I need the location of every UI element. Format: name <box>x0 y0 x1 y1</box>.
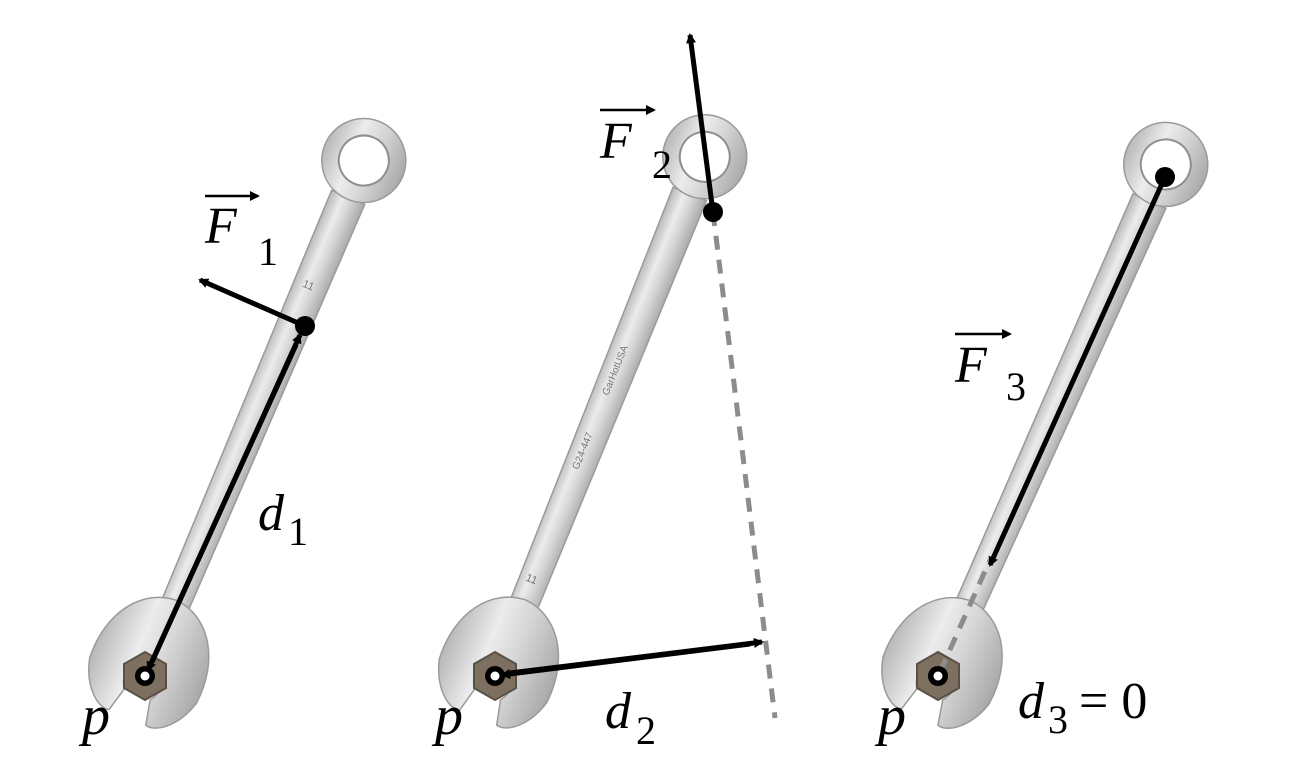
wrench-2-size-mark: 11 <box>524 572 539 587</box>
distance-equals-zero: = 0 <box>1066 673 1147 730</box>
distance-label-d3: d <box>1018 673 1045 730</box>
pivot-label-2: p <box>431 685 463 747</box>
wrench-1-size-mark: 11 <box>301 278 316 294</box>
panel-1: 11 F 1 d 1 p <box>72 98 435 747</box>
force-arrow-F1 <box>198 277 307 329</box>
pivot-label-1: p <box>78 685 110 747</box>
distance-label-d2: d <box>605 683 632 740</box>
pivot-label-3: p <box>874 685 906 747</box>
distance-label-d1: d <box>258 485 285 542</box>
force-arrow-F2 <box>686 33 716 213</box>
line-of-action-3 <box>937 558 993 674</box>
line-of-action-2 <box>710 211 778 719</box>
wrench-2: 11 GarHotUSA G24-447 <box>422 94 776 741</box>
force-subscript-2: 2 <box>652 142 672 187</box>
wrench-1: 11 <box>72 98 435 742</box>
wrench-3 <box>865 101 1238 743</box>
force-label-F3: F <box>954 337 988 394</box>
panel-3: F 3 d 3 = 0 p <box>865 101 1238 747</box>
distance-subscript-1: 1 <box>288 509 308 554</box>
distance-subscript-2: 2 <box>636 708 656 753</box>
force-arrow-F3 <box>987 175 1168 567</box>
force-label-F1: F <box>204 198 238 255</box>
force-subscript-1: 1 <box>258 229 278 274</box>
force-label-F2: F <box>599 113 633 170</box>
panel-2: 11 GarHotUSA G24-447 F 2 d 2 p <box>422 33 778 753</box>
force-subscript-3: 3 <box>1006 364 1026 409</box>
distance-subscript-3: 3 <box>1048 697 1068 742</box>
